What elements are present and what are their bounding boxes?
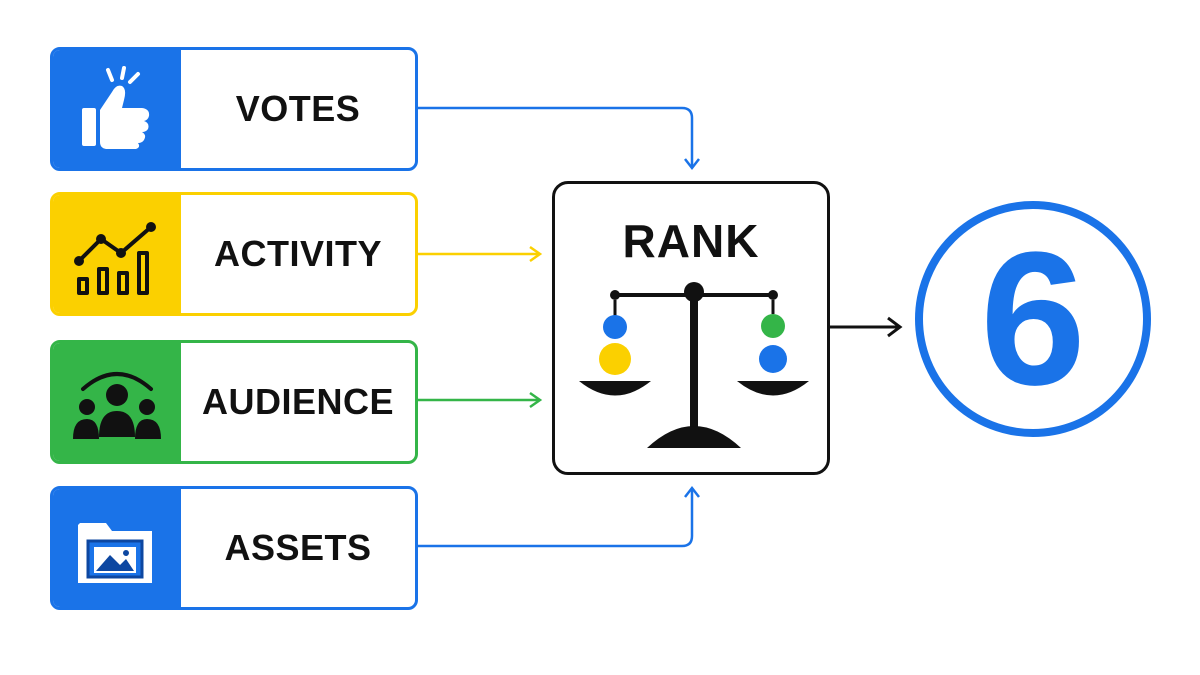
input-assets-label: ASSETS	[224, 527, 372, 568]
result-number: 6	[980, 213, 1086, 425]
people-group-icon	[73, 372, 161, 439]
input-assets-icon-panel	[53, 489, 181, 607]
audience-arrowhead	[529, 391, 543, 409]
input-votes-icon-panel	[53, 50, 181, 168]
growth-chart-icon	[74, 222, 156, 295]
input-votes: VOTES	[50, 47, 418, 171]
votes-connector	[418, 106, 694, 166]
result-circle: 6	[915, 201, 1151, 437]
assets-arrowhead	[684, 485, 700, 498]
input-votes-label: VOTES	[235, 88, 361, 129]
activity-arrowhead	[529, 245, 543, 263]
image-folder-icon	[78, 523, 152, 583]
assets-connector	[418, 490, 694, 548]
input-activity-label: ACTIVITY	[213, 233, 382, 274]
rank-title: RANK	[622, 215, 760, 267]
result-arrowhead	[887, 316, 903, 338]
thumbs-up-icon	[82, 66, 150, 149]
input-audience-label: AUDIENCE	[201, 381, 394, 422]
input-audience-icon-panel	[53, 343, 181, 461]
balance-scale-icon	[579, 282, 809, 448]
votes-arrowhead	[684, 158, 700, 171]
input-activity: ACTIVITY	[50, 192, 418, 316]
input-assets: ASSETS	[50, 486, 418, 610]
input-activity-icon-panel	[53, 195, 181, 313]
input-audience: AUDIENCE	[50, 340, 418, 464]
rank-box: RANK	[552, 181, 830, 475]
